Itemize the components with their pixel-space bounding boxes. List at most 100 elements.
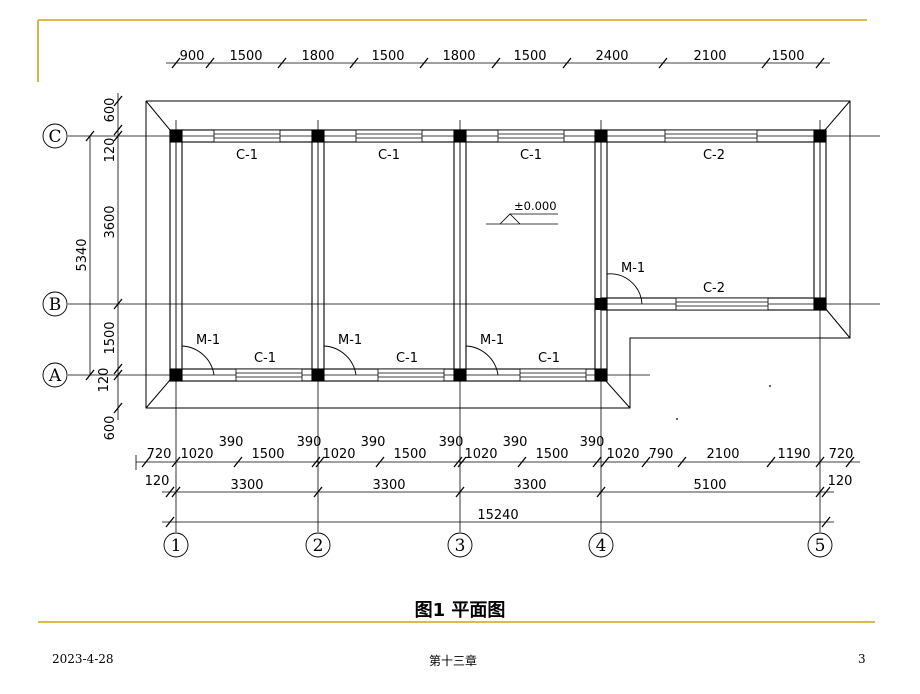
dim-text: 2100 — [706, 447, 739, 462]
dim-text: 1500 — [371, 49, 404, 64]
dimension-tick — [85, 369, 95, 381]
dimension-tick — [311, 456, 321, 468]
left-dimensions: 600 120 3600 5340 1500 120 600 — [75, 98, 118, 441]
dimension-tick — [349, 57, 359, 69]
dimension-tick — [233, 456, 243, 468]
door-label: M-1 — [480, 333, 504, 348]
axis-label-a: A — [48, 366, 62, 386]
dim-text: 600 — [103, 416, 118, 441]
dimension-tick — [677, 456, 687, 468]
axis-labels: 1 2 3 4 5 C B A — [48, 127, 826, 556]
dimension-tick — [491, 57, 501, 69]
footer-page-number: 3 — [858, 652, 866, 666]
elevation-mark: ±0.000 — [486, 199, 558, 225]
dimension-tick — [600, 456, 610, 468]
dim-text: 900 — [180, 49, 205, 64]
window-label: C-1 — [254, 351, 276, 366]
top-dimensions: 900 1500 1800 1500 1800 1500 2400 2100 1… — [180, 49, 805, 64]
dimension-tick — [453, 456, 463, 468]
dim-text: 390 — [580, 435, 605, 450]
dim-text: 1800 — [301, 49, 334, 64]
dim-text: 720 — [147, 447, 172, 462]
axis-lines — [68, 120, 880, 532]
doors — [181, 273, 643, 376]
dimension-tick — [113, 124, 123, 136]
dim-text: 1500 — [535, 447, 568, 462]
dimension-tick — [205, 57, 215, 69]
dimension-tick — [845, 456, 855, 468]
dimension-tick — [419, 57, 429, 69]
dimension-tick — [766, 456, 776, 468]
dim-text: 1500 — [103, 321, 118, 354]
dimension-tick — [171, 456, 181, 468]
dimension-tick — [821, 486, 831, 498]
window-label: C-2 — [703, 148, 725, 163]
dimension-tick — [457, 456, 467, 468]
bottom-dimensions-row2: 120 3300 3300 3300 5100 120 15240 — [145, 474, 853, 523]
dim-text: 1020 — [464, 447, 497, 462]
dimension-tick — [113, 369, 123, 381]
elevation-label: ±0.000 — [514, 199, 557, 213]
window-label: C-1 — [520, 148, 542, 163]
dimension-tick — [815, 456, 825, 468]
dim-text: 1500 — [771, 49, 804, 64]
dim-text: 5340 — [75, 238, 90, 271]
dim-text: 600 — [103, 98, 118, 123]
dim-text: 1800 — [442, 49, 475, 64]
window-label: C-2 — [703, 281, 725, 296]
opening-labels: C-1 C-1 C-1 C-2 C-2 C-1 C-1 C-1 M-1 M-1 … — [196, 148, 725, 366]
dim-text: 3300 — [372, 478, 405, 493]
window-label: C-1 — [378, 148, 400, 163]
dimension-tick — [85, 130, 95, 142]
dim-text: 5100 — [693, 478, 726, 493]
dim-text: 1500 — [229, 49, 262, 64]
dimension-lines — [89, 62, 860, 523]
dimension-tick — [641, 456, 651, 468]
dim-text: 120 — [103, 138, 118, 163]
overall-dimension: 15240 — [477, 508, 518, 523]
dimension-tick — [658, 57, 668, 69]
dimension-tick — [761, 57, 771, 69]
dim-text: 1020 — [606, 447, 639, 462]
dimension-tick — [517, 456, 527, 468]
window-label: C-1 — [396, 351, 418, 366]
footer-date: 2023-4-28 — [52, 652, 114, 666]
axis-bubbles — [42, 123, 833, 558]
axis-label-1: 1 — [171, 536, 182, 556]
footer-chapter: 第十三章 — [429, 654, 478, 668]
dimension-ticks — [85, 57, 855, 528]
dimension-tick — [171, 486, 181, 498]
bottom-dimensions-row1: 720 1020 390 1500 390 1020 390 1500 390 … — [147, 435, 854, 462]
dimension-tick — [141, 456, 151, 468]
dim-text: 120 — [145, 474, 170, 489]
figure-caption: 图1 平面图 — [414, 600, 506, 621]
window-label: C-1 — [538, 351, 560, 366]
dim-text: 390 — [503, 435, 528, 450]
dim-text: 390 — [219, 435, 244, 450]
dim-text: 2400 — [595, 49, 628, 64]
dim-text: 1500 — [513, 49, 546, 64]
dimension-tick — [592, 456, 602, 468]
dim-text: 120 — [828, 474, 853, 489]
columns — [170, 130, 826, 381]
dim-text: 1500 — [393, 447, 426, 462]
dim-text: 3300 — [230, 478, 263, 493]
dimension-tick — [165, 486, 175, 498]
dimension-tick — [113, 95, 123, 107]
dimension-tick — [562, 57, 572, 69]
axis-label-5: 5 — [815, 536, 826, 556]
window-label: C-1 — [236, 148, 258, 163]
dimension-tick — [277, 57, 287, 69]
axis-label-3: 3 — [455, 536, 466, 556]
stray-marks — [676, 385, 771, 420]
door-label: M-1 — [196, 333, 220, 348]
dimension-tick — [815, 57, 825, 69]
axis-label-4: 4 — [596, 536, 607, 556]
door-label: M-1 — [621, 261, 645, 276]
dim-text: 390 — [297, 435, 322, 450]
dim-text: 1020 — [180, 447, 213, 462]
dim-text: 1020 — [322, 447, 355, 462]
dimension-tick — [375, 456, 385, 468]
dim-text: 120 — [97, 368, 112, 393]
